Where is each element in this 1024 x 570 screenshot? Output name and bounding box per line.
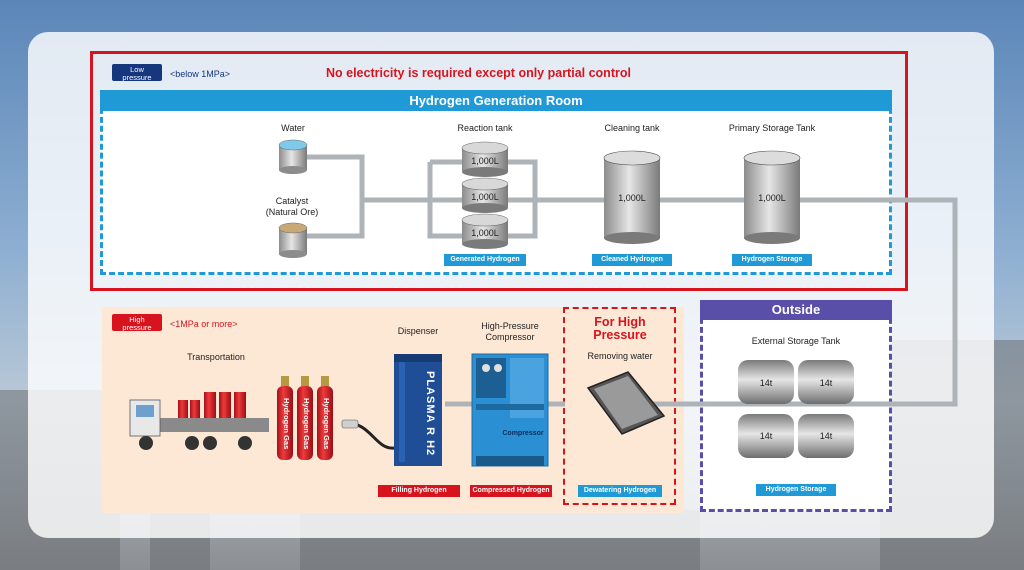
reaction-tank-label: Reaction tank [457,123,513,133]
reaction-tank-3-volume: 1,000L [471,228,499,238]
water-container-icon [278,139,308,174]
for-high-pressure-title: For High Pressure [566,316,674,342]
tag-compressed-hydrogen: Compressed Hydrogen [470,485,552,497]
cleaning-tank-volume: 1,000L [618,193,646,203]
external-storage-tank-label: External Storage Tank [751,336,841,346]
catalyst-label: Catalyst [275,196,309,206]
dispenser-brand: PLASMA R H2 [424,371,436,457]
dispenser-icon [394,354,442,466]
primary-storage-tank-icon [743,150,801,244]
dispenser-nozzle-icon [341,419,395,450]
compressor-label-line2: Compressor [485,332,535,342]
tag-hydrogen-storage-outside: Hydrogen Storage [756,484,836,496]
tag-filling-hydrogen: Filling Hydrogen [378,485,460,497]
catalyst-container-icon [278,222,308,258]
removing-water-label: Removing water [587,351,653,361]
pipe-network [300,154,958,407]
compressor-icon [471,353,549,467]
water-label: Water [281,123,305,133]
compressor-brand: Compressor [502,430,544,437]
cylinder-3-label: Hydrogen Gas [322,398,331,450]
reaction-tank-icons [461,141,509,249]
primary-storage-tank-label: Primary Storage Tank [728,123,816,133]
transportation-label: Transportation [187,352,245,362]
hydrogen-truck-icon [129,392,269,450]
tank-capacity-4: 14t [819,431,833,441]
cleaning-tank-label: Cleaning tank [604,123,660,133]
generation-room-title: Hydrogen Generation Room [100,90,892,111]
tag-hydrogen-storage-low: Hydrogen Storage [732,254,812,266]
tank-capacity-2: 14t [819,378,833,388]
hydrogen-gas-cylinders-icon [277,376,333,460]
low-pressure-frame [90,51,908,291]
tank-capacity-3: 14t [759,431,773,441]
compressor-label-line1: High-Pressure [481,321,539,331]
catalyst-sublabel: (Natural Ore) [265,207,319,217]
cylinder-1-label: Hydrogen Gas [282,398,291,450]
outside-title: Outside [700,300,892,320]
tag-generated-hydrogen: Generated Hydrogen [444,254,526,266]
tag-cleaned-hydrogen: Cleaned Hydrogen [592,254,672,266]
cleaning-tank-icon [603,150,661,244]
reaction-tank-1-volume: 1,000L [471,156,499,166]
for-high-line1: For High [594,315,646,329]
headline: No electricity is required except only p… [326,66,631,80]
high-pressure-range: <1MPa or more> [170,319,238,329]
dewatering-filter-icon [586,371,666,435]
high-pressure-badge: High pressure [112,314,162,332]
for-high-line2: Pressure [593,328,647,342]
dispenser-label: Dispenser [397,326,439,336]
low-pressure-badge: Low pressure [112,64,162,82]
external-storage-tanks-icon [738,360,854,458]
tank-capacity-1: 14t [759,378,773,388]
low-pressure-range: <below 1MPa> [170,69,231,79]
primary-tank-volume: 1,000L [758,193,786,203]
reaction-tank-2-volume: 1,000L [471,192,499,202]
tag-dewatering-hydrogen: Dewatering Hydrogen [578,485,662,497]
cylinder-2-label: Hydrogen Gas [302,398,311,450]
